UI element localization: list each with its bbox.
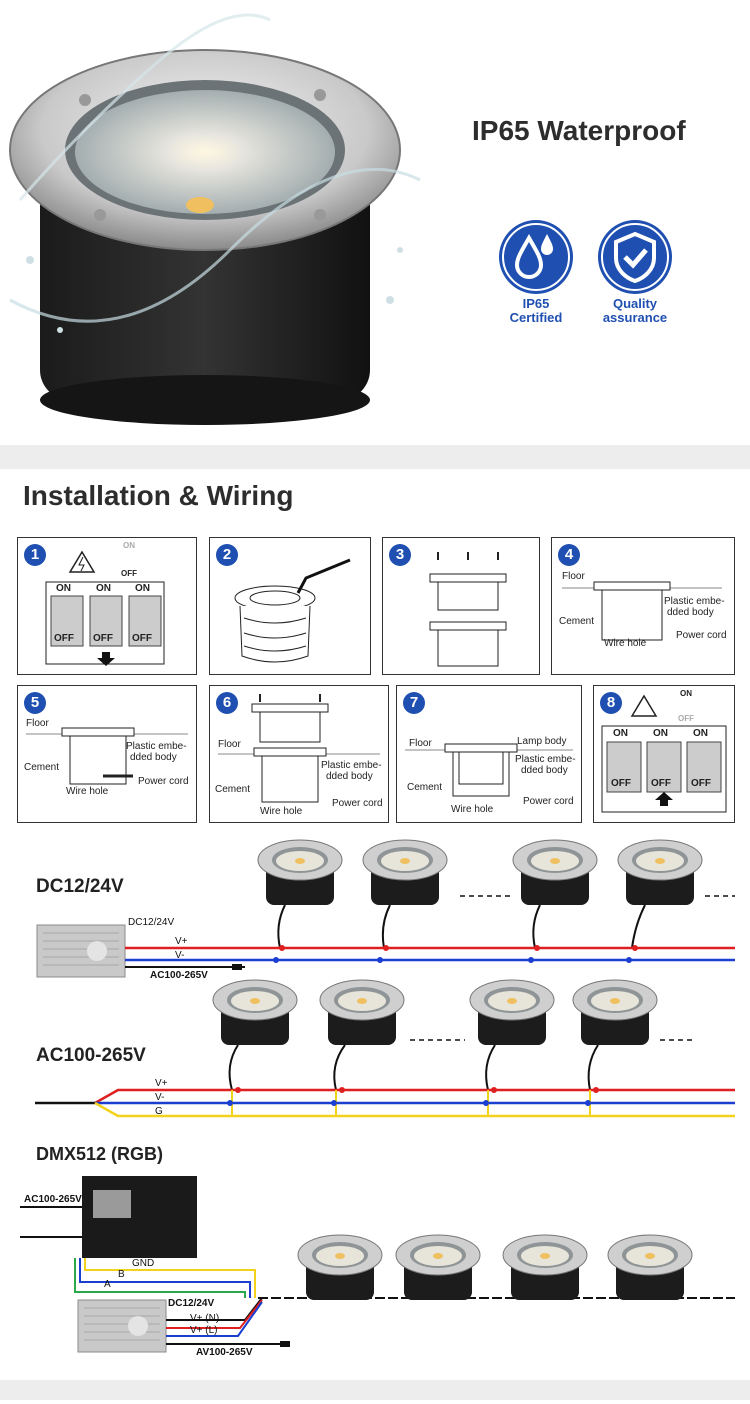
section-divider bbox=[0, 445, 750, 469]
bottom-divider bbox=[0, 1380, 750, 1400]
dc-lamps bbox=[257, 839, 703, 906]
badge-ip65-label: IP65 Certified bbox=[509, 296, 563, 325]
step-number: 3 bbox=[389, 544, 411, 566]
step-3-panel: 3 bbox=[382, 537, 540, 675]
shield-check-icon bbox=[598, 220, 672, 294]
step-4-panel: 4 Floor Plastic embe- dded body Cement P… bbox=[551, 537, 735, 675]
ac-wiring-title: AC100-265V bbox=[36, 1045, 146, 1066]
step-number: 8 bbox=[600, 692, 622, 714]
installation-heading: Installation & Wiring bbox=[23, 480, 294, 511]
hero-heading: IP65 Waterproof bbox=[472, 115, 686, 146]
dc-wiring-title: DC12/24V bbox=[36, 876, 124, 897]
step-number: 6 bbox=[216, 692, 238, 714]
hero-section: IP65 Waterproof IP65 Certified Quality a… bbox=[0, 0, 750, 445]
step-1-panel: 1 ON OFF ON ON ON OFF OFF OFF bbox=[17, 537, 197, 675]
badge-quality-label: Quality assurance bbox=[602, 296, 668, 325]
water-drops-icon bbox=[499, 220, 573, 294]
step-number: 7 bbox=[403, 692, 425, 714]
step-2-panel: 2 bbox=[209, 537, 371, 675]
step-number: 5 bbox=[24, 692, 46, 714]
step-number: 1 bbox=[24, 544, 46, 566]
step-5-panel: 5 Floor Plastic embe- dded body Cement P… bbox=[17, 685, 197, 823]
dmx-lamps bbox=[297, 1234, 693, 1301]
step-6-panel: 6 Floor Plastic embe- dded body Cement P… bbox=[209, 685, 389, 823]
lamp-hero-illustration bbox=[9, 13, 421, 425]
ac-lamps bbox=[212, 979, 658, 1046]
step-number: 2 bbox=[216, 544, 238, 566]
dmx-wiring-title: DMX512 (RGB) bbox=[36, 1144, 164, 1164]
step-7-panel: 7 Floor Lamp body Plastic embe- dded bod… bbox=[396, 685, 582, 823]
step-number: 4 bbox=[558, 544, 580, 566]
step-8-panel: 8 ON OFF ON ON ON OFF OFF OFF bbox=[593, 685, 735, 823]
